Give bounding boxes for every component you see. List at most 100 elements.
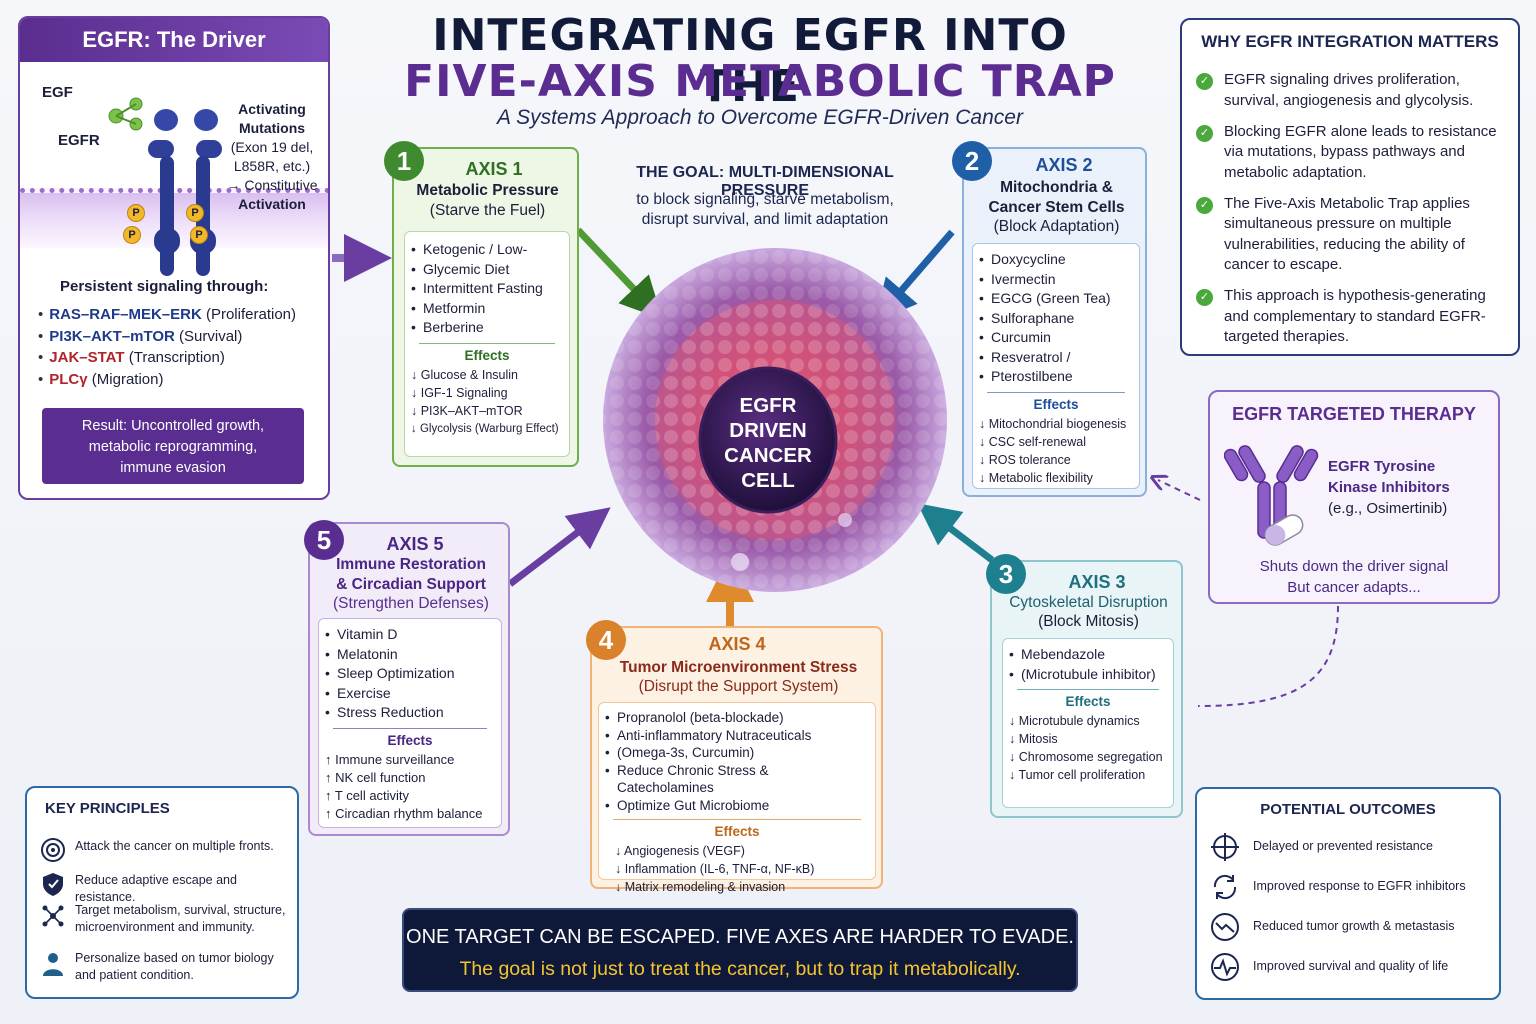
axis-3-paren: (Block Mitosis) (1038, 613, 1139, 630)
why-point: ✓Blocking EGFR alone leads to resistance… (1196, 122, 1512, 184)
outcome-item: Improved survival and quality of life (1207, 953, 1497, 981)
list-item: Curcumin (979, 328, 1133, 348)
mutations-text: Activating Mutations (Exon 19 del, L858R… (226, 101, 318, 212)
axis-3-inner-list: Mebendazole (Microtubule inhibitor) Effe… (1002, 638, 1174, 808)
arrow-axis5 (507, 507, 611, 587)
axis-2-card: 2 AXIS 2 Mitochondria & Cancer Stem Cell… (952, 141, 1147, 497)
list-item: Optimize Gut Microbiome (605, 797, 869, 815)
axis-5-subtitle: Immune Restoration & Circadian Support (336, 556, 486, 593)
effect-item: ↑ Immune surveillance (325, 751, 455, 767)
list-item: Ivermectin (979, 270, 1133, 290)
effect-item: ↓ Glycolysis (Warburg Effect) (411, 422, 559, 435)
axis-4-card: 4 AXIS 4 Tumor Microenvironment Stress (… (586, 620, 883, 894)
principle-item: Attack the cancer on multiple fronts. (35, 836, 297, 862)
effect-item: ↓ CSC self-renewal (979, 434, 1086, 449)
effect-item: ↓ IGF-1 Signaling (411, 385, 508, 400)
axis-2-paren: (Block Adaptation) (993, 218, 1120, 235)
check-icon: ✓ (1196, 124, 1213, 142)
outcome-item: Reduced tumor growth & metastasis (1207, 913, 1497, 941)
page-title-line2: FIVE-AXIS METABOLIC TRAP (404, 56, 1116, 107)
check-icon: ✓ (1196, 196, 1213, 214)
goal-text: to block signaling, starve metabolism, d… (636, 191, 894, 228)
axis-4-title: AXIS 4 (708, 634, 766, 654)
axis-2-number-badge: 2 (952, 141, 992, 181)
effect-item: ↓ Mitochondrial biogenesis (979, 416, 1127, 431)
list-item: Propranolol (beta-blockade) (605, 709, 869, 727)
targeted-therapy-panel: EGFR TARGETED THERAPY EGFR Tyrosine Kina… (1208, 390, 1500, 604)
list-item: Ketogenic / Low- (411, 240, 563, 260)
network-icon (42, 905, 64, 927)
axis-4-number-badge: 4 (586, 620, 626, 660)
antibody-pill-icon (1224, 445, 1319, 546)
outcome-item: Improved response to EGFR inhibitors (1207, 874, 1497, 900)
heartbeat-icon (1211, 953, 1239, 981)
principle-item: Reduce adaptive escape and resistance. (35, 870, 297, 906)
axis-2-inner-list: Doxycycline Ivermectin EGCG (Green Tea) … (972, 243, 1140, 489)
axis-3-title: AXIS 3 (1068, 572, 1126, 592)
axis-3-number-badge: 3 (986, 554, 1026, 594)
effect-item: ↑ NK cell function (325, 769, 426, 785)
why-point: ✓This approach is hypothesis-generating … (1196, 286, 1512, 348)
axis-3-card: 3 AXIS 3 Cytoskeletal Disruption (Block … (986, 554, 1183, 818)
crosshair-icon (1211, 833, 1239, 861)
key-principles-heading: KEY PRINCIPLES (45, 800, 170, 817)
axis-1-number-badge: 1 (384, 141, 424, 181)
why-heading: WHY EGFR INTEGRATION MATTERS (1201, 32, 1499, 51)
list-item: Reduce Chronic Stress & Catecholamines (605, 762, 869, 797)
why-integration-panel: WHY EGFR INTEGRATION MATTERS ✓EGFR signa… (1180, 18, 1520, 356)
targeted-therapy-heading: EGFR TARGETED THERAPY (1232, 404, 1476, 424)
person-icon (43, 953, 63, 976)
list-item: Anti-inflammatory Nutraceuticals (605, 727, 869, 745)
shield-icon (43, 873, 63, 896)
cancer-cell-icon (603, 248, 947, 592)
axis-4-subtitle: Tumor Microenvironment Stress (619, 659, 858, 676)
tki-label: EGFR Tyrosine Kinase Inhibitors (e.g., O… (1328, 458, 1450, 517)
phospho-badge: P (190, 226, 208, 244)
why-point: ✓EGFR signaling drives proliferation, su… (1196, 70, 1512, 111)
effect-item: ↓ Microtubule dynamics (1009, 714, 1140, 728)
egfr-receptor-icon (108, 97, 222, 276)
effect-item: ↓ Matrix remodeling & invasion (615, 880, 786, 894)
axis-1-title: AXIS 1 (465, 159, 523, 179)
driver-header: EGFR: The Driver (20, 18, 328, 62)
list-item: Berberine (411, 318, 563, 338)
effects-label: Effects (714, 824, 760, 839)
pathway-item: RAS–RAF–MEK–ERK (Proliferation) (38, 304, 296, 326)
arrow-axis1 (575, 227, 663, 320)
list-item: Stress Reduction (325, 703, 495, 723)
axis-5-paren: (Strengthen Defenses) (333, 595, 489, 612)
pathway-item: JAK–STAT (Transcription) (38, 347, 296, 369)
result-box: Result: Uncontrolled growth, metabolic r… (42, 408, 304, 484)
effect-item: ↓ Inflammation (IL-6, TNF-α, NF-κB) (615, 862, 815, 876)
phospho-badge: P (127, 204, 145, 222)
potential-outcomes-panel: POTENTIAL OUTCOMES Delayed or prevented … (1195, 787, 1501, 1000)
list-item: Melatonin (325, 645, 495, 665)
persistent-signaling-label: Persistent signaling through: (60, 278, 269, 295)
list-item: Sulforaphane (979, 309, 1133, 329)
list-item: Resveratrol / (979, 348, 1133, 368)
effect-item: ↓ PI3K–AKT–mTOR (411, 403, 523, 418)
key-principles-panel: KEY PRINCIPLES Attack the cancer on mult… (25, 786, 299, 999)
axis-1-paren: (Starve the Fuel) (429, 202, 546, 219)
egfr-driver-panel: EGFR: The Driver P P P P EGF EGFR Activa… (18, 16, 330, 500)
why-point: ✓The Five-Axis Metabolic Trap applies si… (1196, 194, 1512, 276)
banner-line-2: The goal is not just to treat the cancer… (459, 958, 1021, 980)
list-item: Mebendazole (1009, 645, 1167, 665)
list-item: Pterostilbene (979, 367, 1133, 387)
list-item: Glycemic Diet (411, 260, 563, 280)
dashed-therapy-arrow (1158, 480, 1201, 501)
axis-5-card: 5 AXIS 5 Immune Restoration & Circadian … (304, 520, 510, 836)
axis-1-subtitle: Metabolic Pressure (416, 182, 559, 199)
axis-1-card: 1 AXIS 1 Metabolic Pressure (Starve the … (384, 141, 579, 467)
axis-4-paren: (Disrupt the Support System) (638, 678, 839, 695)
arrow-axis3 (917, 503, 995, 563)
axis-5-title: AXIS 5 (386, 534, 444, 554)
egfr-label: EGFR (58, 132, 100, 149)
therapy-note: Shuts down the driver signal But cancer … (1259, 558, 1449, 596)
effect-item: ↓ Angiogenesis (VEGF) (615, 844, 745, 858)
cancer-cell-graphic: EGFR DRIVEN CANCER CELL (590, 230, 960, 600)
list-item: Doxycycline (979, 250, 1133, 270)
pathway-list: RAS–RAF–MEK–ERK (Proliferation) PI3K–AKT… (38, 304, 296, 390)
page-title-line1: INTEGRATING EGFR INTO THE (432, 10, 1068, 112)
